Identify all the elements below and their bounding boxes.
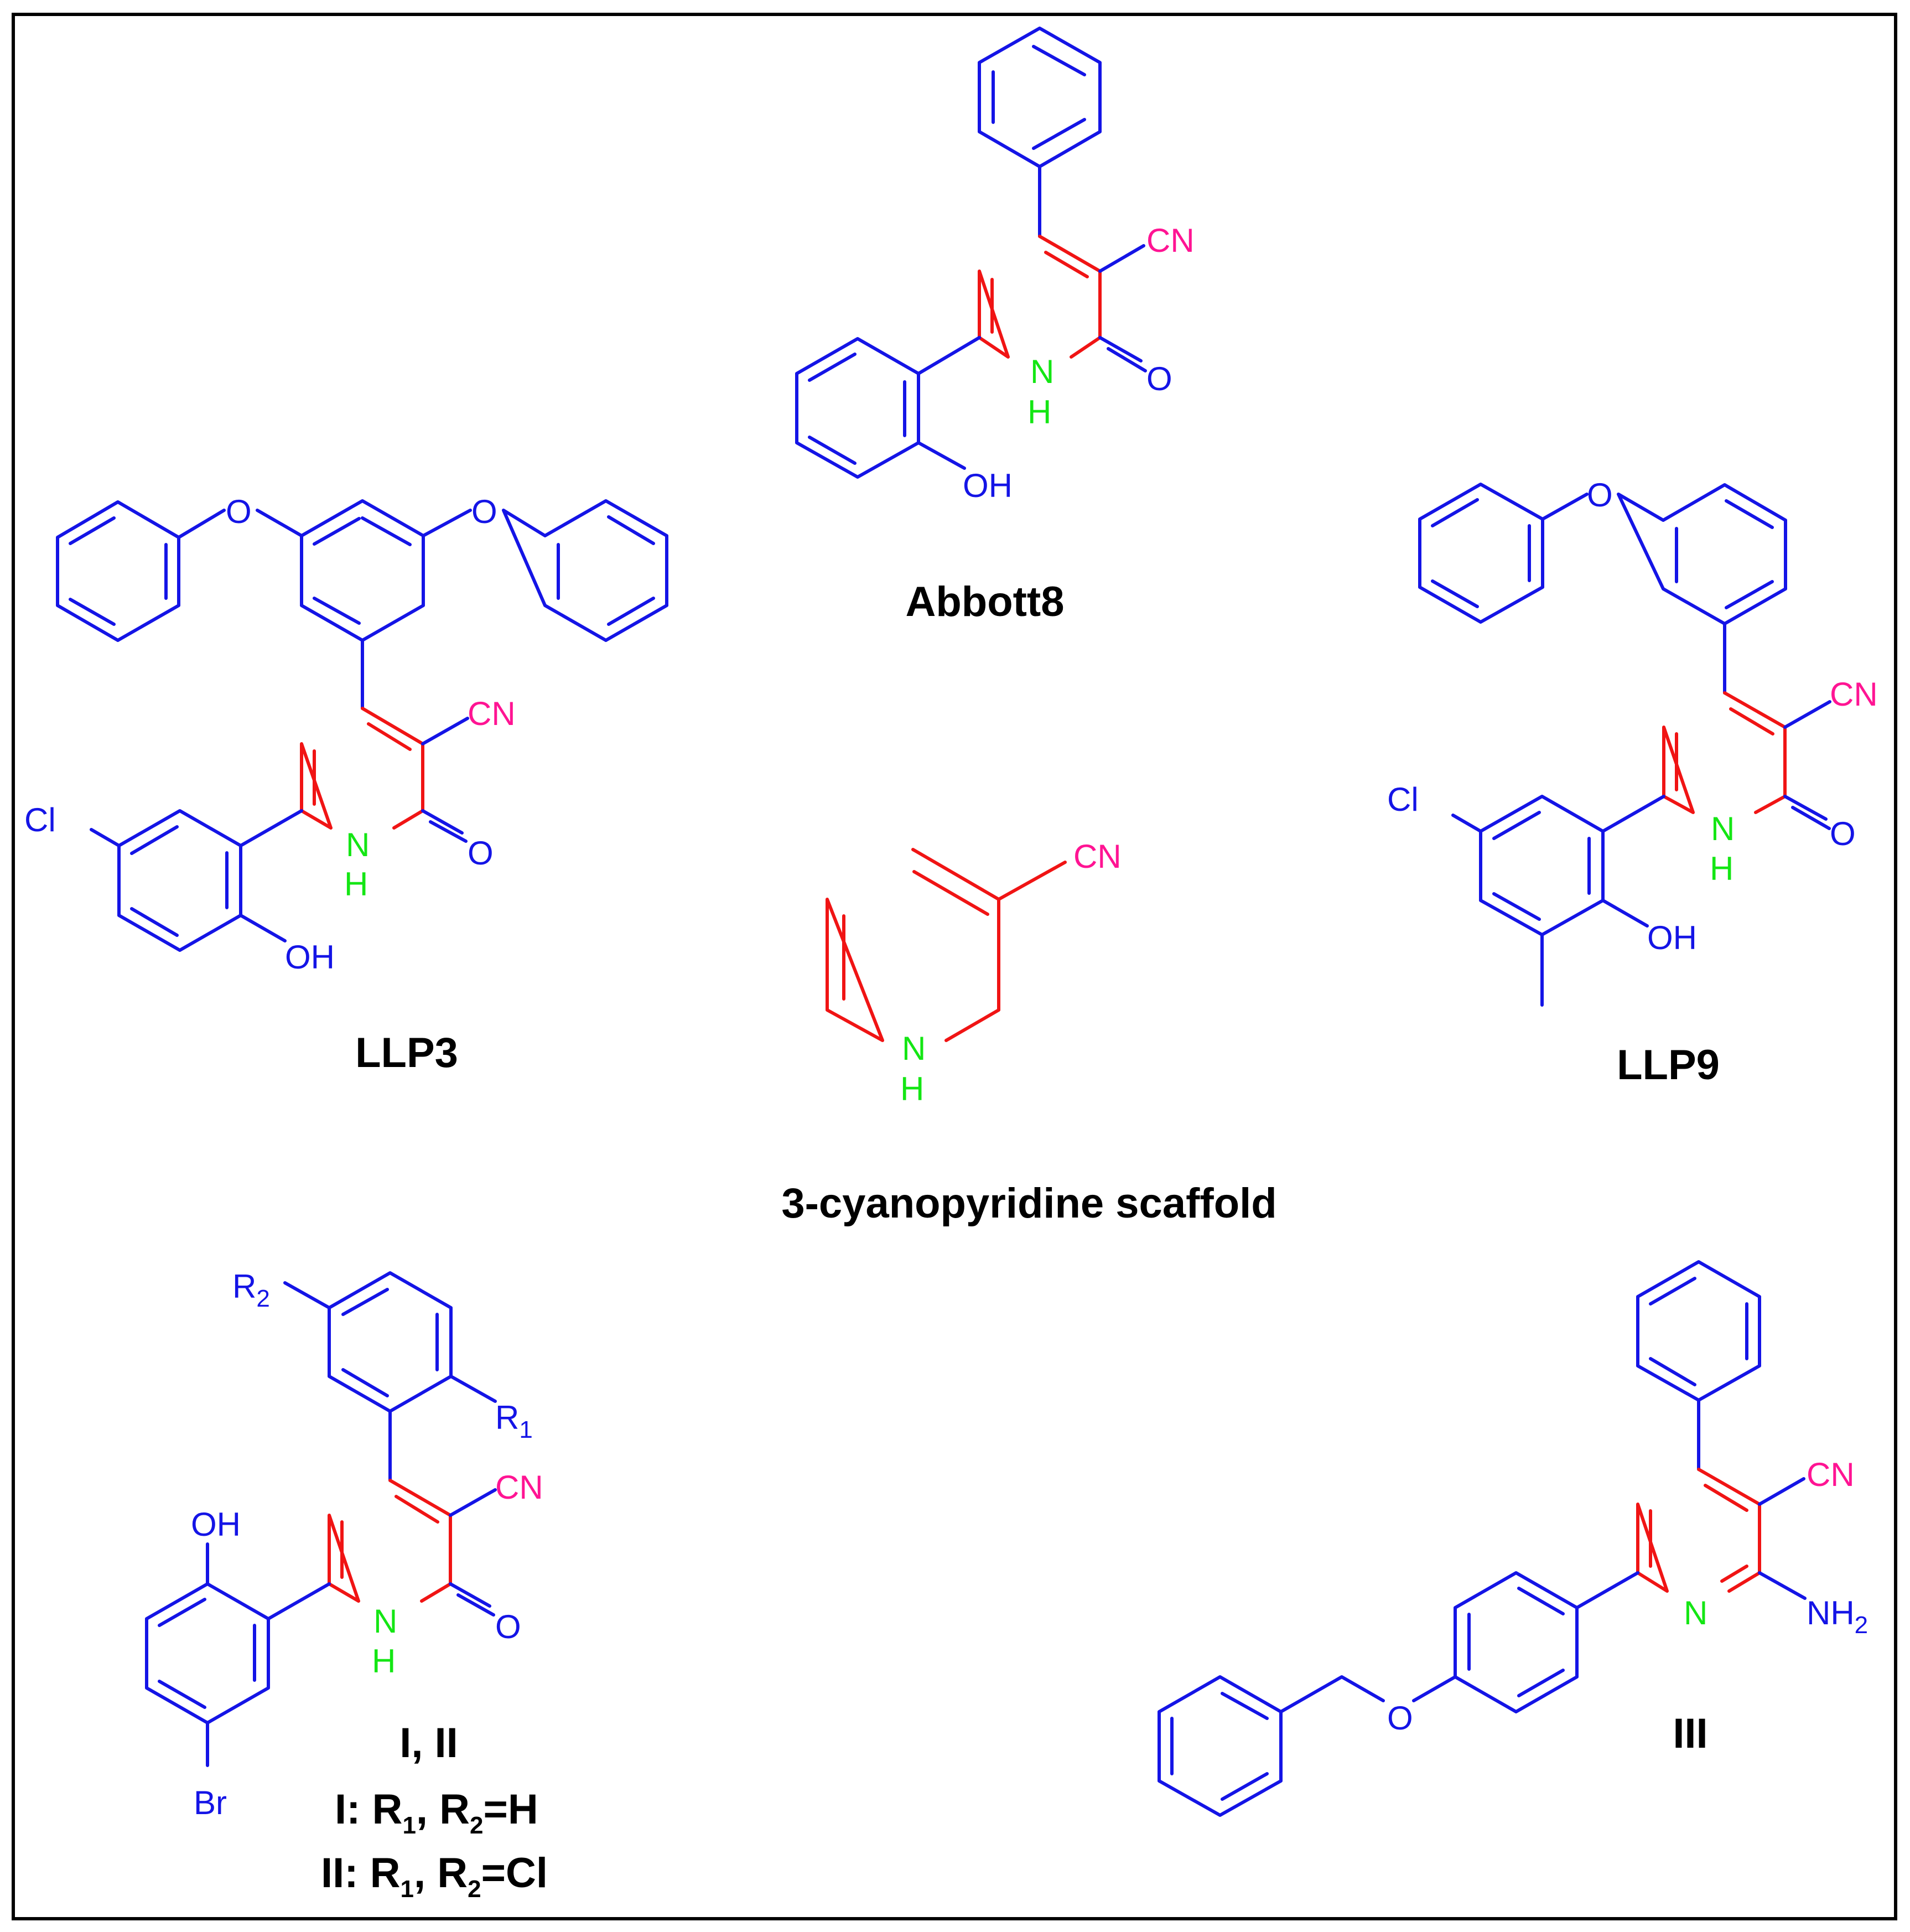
oxygen-label: O [495,1608,521,1645]
structure-scaffold: CN N H 3-cyanopyridine scaffold [781,838,1276,1227]
label-i-ii: I, II [399,1719,458,1767]
hydrogen-label: H [1027,393,1051,431]
amino-label: NH2 [1807,1594,1868,1639]
nitrogen-label: N [1711,810,1735,847]
nitrogen-label: N [902,1030,926,1067]
label-llp3: LLP3 [355,1029,458,1076]
oxygen-label: O [1387,1700,1413,1737]
hydroxyl-label: OH [285,939,335,976]
hydrogen-label: H [1710,850,1733,887]
nitrogen-label: N [346,826,370,863]
label-llp9: LLP9 [1617,1042,1720,1089]
cn-label: CN [1073,838,1122,875]
structure-iii: CN N NH2 O III [1158,1260,1868,1817]
r1-label: R1 [495,1399,533,1443]
hydroxyl-label: OH [191,1506,241,1543]
chlorine-label: Cl [1387,781,1419,818]
label-iii: III [1673,1710,1707,1757]
nitrogen-label: N [373,1603,397,1640]
r2-label: R2 [232,1268,270,1312]
bromine-label: Br [194,1784,227,1821]
structure-llp9: O CN O N H Cl OH LLP9 [1387,476,1878,1089]
figure-border [12,13,1897,1920]
cn-label: CN [1146,222,1195,259]
label-abbott8: Abbott8 [905,578,1064,625]
oxygen-label: O [468,835,494,872]
oxygen-label: O [226,493,252,530]
cn-label: CN [1830,676,1878,713]
cn-label: CN [468,695,516,732]
oxygen-label: O [1587,476,1613,514]
hydrogen-label: H [372,1643,396,1680]
nitrogen-label: N [1030,353,1054,390]
hydrogen-label: H [344,866,368,903]
nitrogen-label: N [1684,1594,1707,1631]
cn-label: CN [495,1469,543,1506]
chlorine-label: Cl [24,801,56,838]
oxygen-label: O [471,493,497,530]
structure-i-ii: R2 R1 CN O N H OH Br I, II I: R1, R2=H I… [145,1268,548,1903]
label-ii-definition: II: R1, R2=Cl [321,1850,548,1903]
hydroxyl-label: OH [1647,919,1697,956]
structure-abbott8: CN O N H OH Abbott8 [795,27,1195,625]
oxygen-label: O [1830,815,1856,852]
label-i-definition: I: R1, R2=H [335,1786,538,1839]
label-scaffold: 3-cyanopyridine scaffold [781,1180,1276,1227]
oxygen-label: O [1146,360,1172,397]
hydrogen-label: H [900,1070,924,1107]
hydroxyl-label: OH [963,467,1013,504]
cn-label: CN [1807,1456,1855,1493]
structure-llp3: O O CN O N H Cl OH LLP3 [24,493,668,1076]
